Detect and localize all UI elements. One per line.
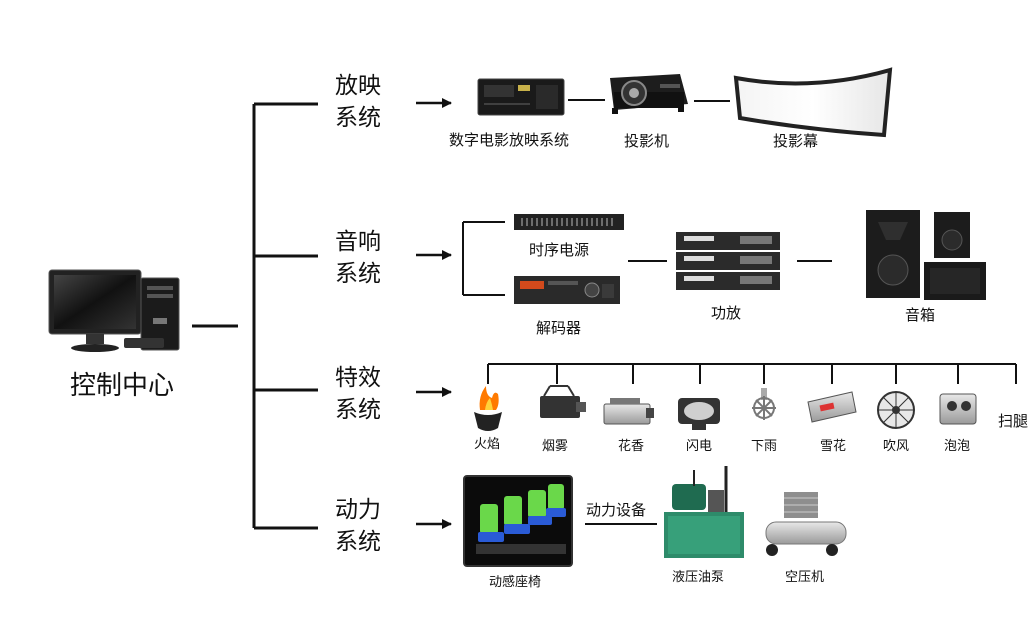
control-center-label: 控制中心 (70, 371, 175, 401)
power-sequencer-icon (514, 214, 624, 230)
smoke-machine-icon (540, 385, 586, 418)
fan-icon (877, 391, 915, 429)
rain-nozzle-icon (752, 388, 776, 420)
item-label-rain: 下雨 (751, 439, 778, 454)
system-label-line1: 放映 (335, 73, 381, 99)
system-label-line2: 系统 (335, 397, 381, 423)
item-label-screen: 投影幕 (773, 132, 819, 150)
item-label-motion-seat: 动感座椅 (489, 575, 542, 590)
item-label-power-equipment: 动力设备 (586, 501, 647, 519)
system-label-line1: 动力 (335, 497, 381, 523)
system-label-audio: 音响 系统 (328, 226, 388, 290)
audio-bracket (462, 221, 505, 296)
item-label-snow: 雪花 (820, 439, 847, 454)
item-label-hydraulic-pump: 液压油泵 (672, 570, 725, 585)
item-label-air-compressor: 空压机 (785, 570, 825, 585)
item-label-speaker: 音箱 (905, 306, 936, 324)
bubble-machine-icon (939, 393, 977, 425)
item-label-bubble: 泡泡 (944, 439, 971, 454)
computer-icon (48, 269, 180, 352)
decoder-icon (514, 276, 620, 304)
projector-icon (610, 74, 688, 114)
strobe-light-icon (678, 398, 720, 430)
system-label-line2: 系统 (335, 105, 381, 131)
snow-machine-icon (807, 391, 857, 423)
speaker-icon (866, 210, 986, 300)
system-label-line1: 特效 (335, 365, 381, 391)
item-label-scent: 花香 (618, 439, 645, 454)
air-compressor-icon (765, 492, 847, 556)
system-label-line1: 音响 (335, 229, 381, 255)
system-label-projection: 放映 系统 (328, 70, 388, 134)
system-label-motion: 动力 系统 (328, 494, 388, 558)
digital-cinema-server-icon (477, 78, 565, 116)
item-label-wind: 吹风 (883, 439, 910, 454)
system-label-effects: 特效 系统 (328, 362, 388, 426)
system-label-line2: 系统 (335, 261, 381, 287)
item-label-fire: 火焰 (474, 437, 501, 452)
item-label-leg-sweep: 扫腿 (998, 412, 1029, 430)
item-label-power-sequencer: 时序电源 (529, 241, 590, 259)
system-arrows (416, 98, 452, 529)
projection-screen-icon (733, 67, 893, 138)
item-label-amplifier: 功放 (711, 304, 742, 322)
hydraulic-pump-icon (664, 466, 744, 558)
motion-seat-icon (463, 475, 573, 567)
item-label-cinema-server: 数字电影放映系统 (449, 131, 570, 149)
scent-machine-icon (603, 398, 654, 425)
item-label-decoder: 解码器 (536, 319, 582, 337)
item-label-lightning: 闪电 (686, 439, 713, 454)
item-label-projector: 投影机 (624, 132, 670, 150)
fire-icon (474, 386, 502, 431)
amplifier-icon (676, 232, 780, 290)
effects-bus (487, 363, 1017, 384)
item-label-smoke: 烟雾 (542, 439, 569, 454)
system-label-line2: 系统 (335, 529, 381, 555)
tree-connectors (192, 102, 318, 530)
